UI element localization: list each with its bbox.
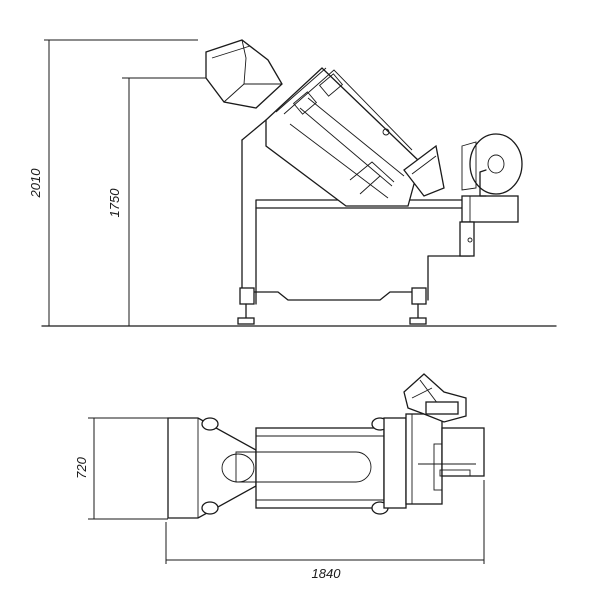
dimension-depth: 720 bbox=[74, 417, 168, 520]
bed-plan bbox=[235, 427, 385, 509]
hopper bbox=[205, 39, 283, 109]
length-label: 1840 bbox=[312, 566, 342, 581]
dimension-length: 1840 bbox=[165, 480, 485, 581]
carriage-plate bbox=[383, 417, 407, 509]
right-foot bbox=[409, 317, 427, 325]
left-foot-mount bbox=[239, 287, 255, 305]
head-plan bbox=[405, 413, 485, 505]
dimension-table-height: 1750 bbox=[107, 77, 214, 326]
side-elevation-view: 2010 1750 bbox=[28, 39, 557, 327]
circular-blade bbox=[461, 133, 523, 197]
depth-label: 720 bbox=[74, 456, 89, 478]
wheel-front-left bbox=[201, 417, 219, 431]
table-height-label: 1750 bbox=[107, 188, 122, 218]
inclined-chute bbox=[265, 67, 421, 207]
blade-guard bbox=[403, 144, 445, 197]
right-foot-mount bbox=[411, 287, 427, 305]
dimension-overall-height: 2010 bbox=[28, 39, 198, 326]
motor-housing bbox=[459, 195, 519, 257]
blade-assembly-plan bbox=[403, 373, 467, 423]
base-frame bbox=[255, 199, 471, 301]
base-arch bbox=[255, 291, 413, 301]
wheel-back-left bbox=[201, 501, 219, 515]
overall-height-label: 2010 bbox=[28, 168, 43, 199]
hopper-plan bbox=[167, 417, 257, 519]
left-foot bbox=[237, 317, 255, 325]
top-plan-view: 720 1840 bbox=[74, 373, 485, 581]
